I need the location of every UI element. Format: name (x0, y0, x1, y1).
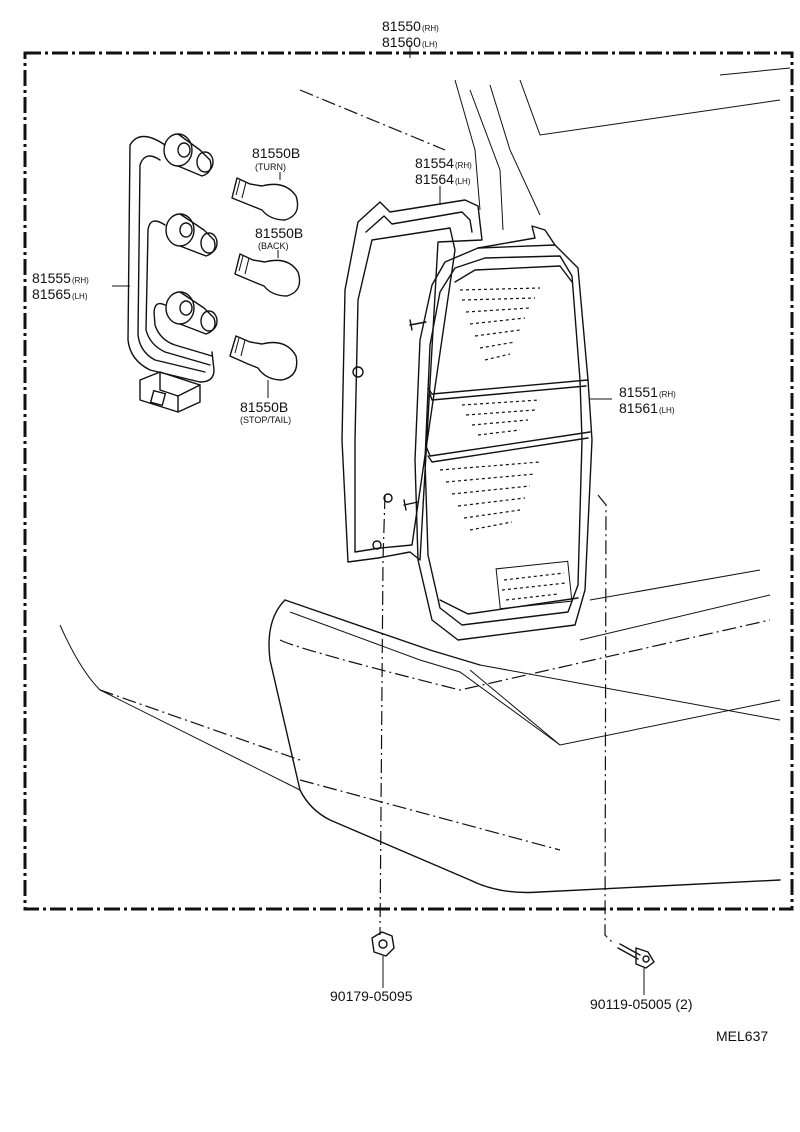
lamp-lens (403, 225, 593, 641)
drawing-code: MEL637 (716, 1028, 768, 1044)
bulb-back-part: 81550B (255, 225, 303, 241)
socket-wire-rh-tag: (RH) (72, 276, 89, 285)
lens-rh-tag: (RH) (659, 390, 676, 399)
screw (617, 943, 655, 969)
gasket (341, 199, 483, 563)
gasket-lh-tag: (LH) (455, 177, 471, 186)
svg-text:81564(LH): 81564(LH) (415, 171, 471, 187)
socket-wire-callout: 81555(RH) 81565(LH) (32, 270, 89, 302)
svg-text:81550(RH): 81550(RH) (382, 18, 439, 34)
socket-wire-lh-tag: (LH) (72, 292, 88, 301)
svg-text:81560(LH): 81560(LH) (382, 34, 438, 50)
svg-text:81565(LH): 81565(LH) (32, 286, 88, 302)
bulb-turn (231, 177, 299, 221)
gasket-callout: 81554(RH) 81564(LH) (415, 155, 472, 187)
gasket-rh-tag: (RH) (455, 161, 472, 170)
gasket-part-lh: 81564 (415, 171, 454, 187)
nut-phantom-line (379, 494, 386, 936)
bulb-stop-tail-caption: (STOP/TAIL) (240, 415, 291, 425)
svg-text:81561(LH): 81561(LH) (619, 400, 675, 416)
bulb-back (234, 253, 301, 297)
socket-back (165, 213, 218, 257)
socket-wire-part-lh: 81565 (32, 286, 71, 302)
nut-part-number: 90179-05095 (330, 988, 413, 1004)
clip-nut (371, 931, 395, 957)
assembly-callout: 81550(RH) 81560(LH) (382, 18, 439, 50)
socket-stop-tail (165, 291, 218, 335)
socket-wire-part-rh: 81555 (32, 270, 71, 286)
assembly-boundary (23, 51, 794, 911)
assembly-part-lh: 81560 (382, 34, 421, 50)
bulb-stop-tail-part: 81550B (240, 399, 288, 415)
screw-phantom-line (597, 494, 613, 943)
gasket-part-rh: 81554 (415, 155, 454, 171)
assembly-lh-tag: (LH) (422, 40, 438, 49)
bulb-back-caption: (BACK) (258, 241, 289, 251)
bulb-turn-part: 81550B (252, 145, 300, 161)
assembly-rh-tag: (RH) (422, 24, 439, 33)
bulb-stop-tail (229, 335, 298, 381)
vehicle-body-outline (59, 67, 791, 894)
socket-turn (163, 133, 214, 177)
socket-wire-assembly (127, 133, 218, 413)
lens-lh-tag: (LH) (659, 406, 675, 415)
svg-text:81555(RH): 81555(RH) (32, 270, 89, 286)
screw-part-number: 90119-05005 (2) (590, 996, 692, 1012)
bulb-turn-caption: (TURN) (255, 162, 286, 172)
lens-part-rh: 81551 (619, 384, 658, 400)
svg-text:81551(RH): 81551(RH) (619, 384, 676, 400)
svg-text:81554(RH): 81554(RH) (415, 155, 472, 171)
lens-callout: 81551(RH) 81561(LH) (619, 384, 676, 416)
assembly-part-rh: 81550 (382, 18, 421, 34)
lens-part-lh: 81561 (619, 400, 658, 416)
